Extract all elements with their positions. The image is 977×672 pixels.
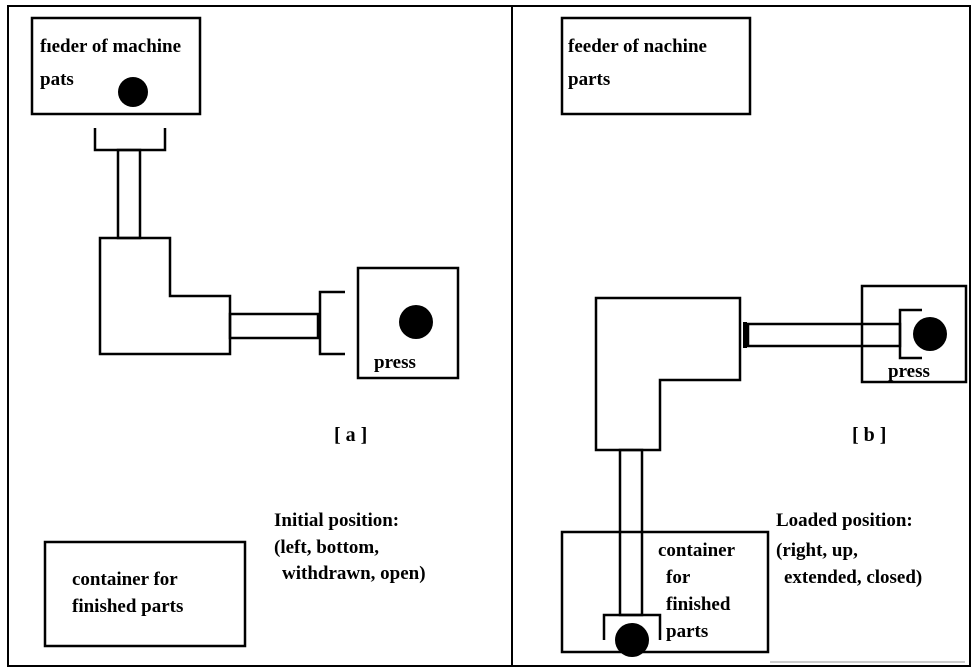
panel-b-robot-body: [594, 296, 742, 452]
panel-b-gripped-part: [615, 623, 649, 657]
panel-b-feeder-label-2: parts: [568, 69, 611, 90]
panel-a-frame: [7, 5, 513, 667]
panel-a-tag: [ a ]: [334, 424, 368, 446]
panel-b-press-part: [913, 317, 947, 351]
panel-a-vertical-rod: [116, 148, 142, 240]
panel-a-container-line-1: container for: [72, 569, 178, 590]
panel-a-container-line-2: finished parts: [72, 596, 184, 617]
panel-a-feeder-box: [30, 16, 202, 116]
panel-b-gripper-side: [898, 308, 922, 360]
panel-b-press-label: press: [888, 361, 930, 382]
panel-a-feeder-label: fıeder of machine: [40, 36, 182, 57]
panel-b-gripper-bottom: [602, 613, 662, 640]
panel-a-press-box: [356, 266, 460, 380]
panel-b-position-line-2: extended, closed): [784, 567, 923, 588]
panel-a-feeder-part: [118, 77, 148, 107]
panel-b-feeder-label: feeder of nachine: [568, 36, 707, 57]
panel-a-position-line-1: (left, bottom,: [274, 537, 379, 558]
panel-a-feeder-label-2: pats: [40, 69, 74, 90]
panel-b-position-title: Loaded position:: [776, 510, 913, 531]
panel-a-container-box: [43, 540, 247, 648]
panel-a-horizontal-rod: [228, 312, 320, 340]
panel-b-horizontal-rod: [746, 322, 902, 348]
panel-b-tag: [ b ]: [852, 424, 887, 446]
panel-b-container-line-2: for: [666, 567, 691, 588]
panel-b-container-line-1: container: [658, 540, 736, 561]
panel-a-gripper-side: [318, 290, 345, 356]
panel-a-gripper-top: [93, 128, 167, 152]
panel-b-container-line-4: parts: [666, 621, 709, 642]
panel-a-press-label: press: [374, 352, 416, 373]
panel-b-feeder-box: [560, 16, 752, 116]
panel-b-position-line-1: (right, up,: [776, 540, 858, 561]
panel-a-position-title: Initial position:: [274, 510, 400, 531]
panel-b-frame: [511, 5, 971, 667]
panel-b-container-line-3: finished: [666, 594, 731, 615]
panel-b-press-box: [860, 284, 968, 384]
panel-a-press-part: [399, 305, 433, 339]
panel-b-container-box: [560, 530, 770, 654]
panel-a-position-line-2: withdrawn, open): [282, 563, 426, 584]
panel-a-robot-body: [98, 236, 232, 356]
